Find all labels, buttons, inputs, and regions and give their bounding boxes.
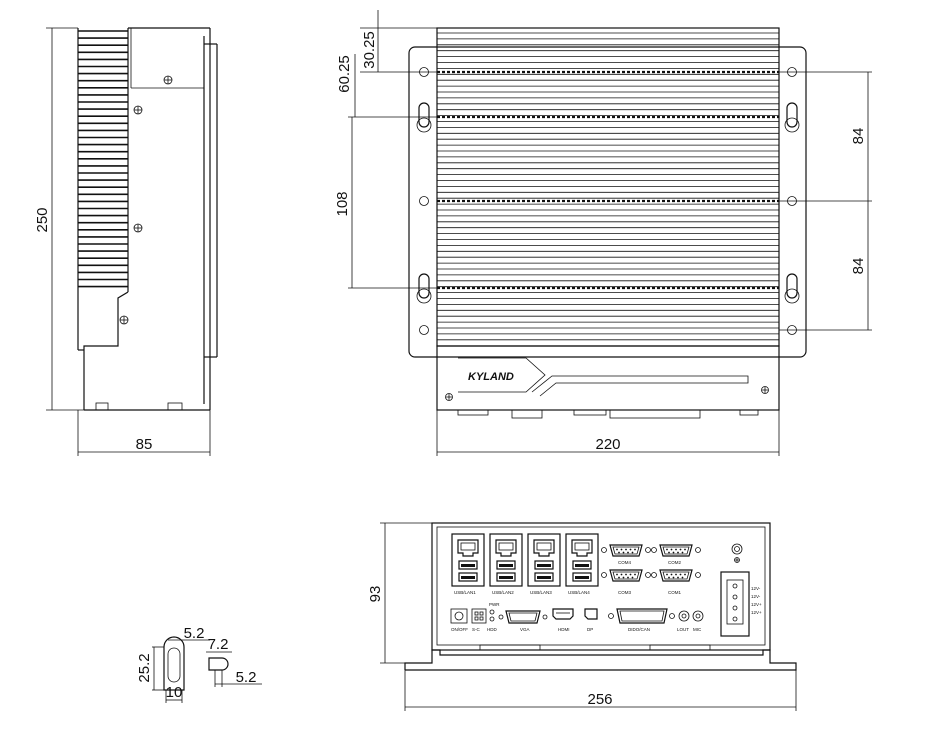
brand-logo: KYLAND <box>468 371 514 383</box>
usb-lan-module: USB/LAN1 <box>451 533 485 595</box>
dido-can-port <box>608 608 675 624</box>
side-width-dim: 85 <box>136 436 153 453</box>
usb-lan-module: USB/LAN3 <box>527 533 561 595</box>
side-view-fins <box>78 30 128 288</box>
front-width-dim: 256 <box>587 691 612 708</box>
slot-dim-5-2-bottom: 5.2 <box>236 669 257 686</box>
mic-label: MIC <box>693 627 702 632</box>
on-off-label: ON/OFF <box>451 627 468 632</box>
terminal-label: 12V- <box>751 586 761 591</box>
usb-lan-label: USB/LAN2 <box>492 590 514 595</box>
usb-lan-label: USB/LAN3 <box>530 590 552 595</box>
usb-lan-label: USB/LAN1 <box>454 590 476 595</box>
s-c-label: S-C <box>472 627 481 632</box>
slot-detail-right <box>208 657 229 671</box>
terminal-label: 12V+ <box>751 610 762 615</box>
slot-detail: 25.2 10 5.2 7.2 5.2 <box>136 625 262 703</box>
pwr-label: PWR <box>489 602 500 607</box>
keyhole-slot-icon <box>418 273 430 299</box>
com-port: COM4 <box>601 544 651 565</box>
com-label: COM1 <box>668 590 681 595</box>
top-dim-108: 108 <box>334 191 351 216</box>
mic-jack <box>692 610 704 622</box>
dp-port <box>584 608 598 620</box>
lout-jack <box>678 610 690 622</box>
power-terminal-block: 12V- 12V- 12V+ 12V+ <box>720 571 762 637</box>
com-port: COM1 <box>651 569 701 595</box>
dido-can-label: DIDO/CAN <box>628 627 650 632</box>
side-view: 250 85 <box>34 27 218 456</box>
slot-dim-7-2: 7.2 <box>208 636 229 653</box>
keyhole-slot-icon <box>786 102 798 128</box>
com-port: COM2 <box>651 544 701 565</box>
usb-lan-module: USB/LAN2 <box>489 533 523 595</box>
hdmi-port <box>552 608 574 620</box>
front-body <box>431 522 771 651</box>
com-label: COM4 <box>618 560 631 565</box>
com-port: COM3 <box>601 569 651 595</box>
top-view: KYLAND 30.25 60.25 108 84 84 22 <box>334 10 872 456</box>
slot-dim-25-2: 25.2 <box>136 653 153 682</box>
keyhole-round-icon <box>784 117 800 133</box>
top-dim-220: 220 <box>595 436 620 453</box>
top-dim-60-25: 60.25 <box>336 55 353 93</box>
hdd-label: HDD <box>487 627 497 632</box>
dp-label: DP <box>587 627 593 632</box>
ground-screw-icon <box>731 543 743 563</box>
top-view-fins <box>437 32 779 341</box>
keyhole-round-icon <box>784 288 800 304</box>
s-c-connector <box>471 608 487 624</box>
pwr-led-icon <box>489 609 495 615</box>
com-label: COM3 <box>618 590 631 595</box>
vga-port <box>498 610 548 624</box>
screw-icon <box>119 315 129 325</box>
keyhole-slot-icon <box>418 102 430 128</box>
screw-icon <box>133 105 143 115</box>
usb-lan-label: USB/LAN4 <box>568 590 590 595</box>
keyhole-round-icon <box>416 117 432 133</box>
screw-icon <box>163 75 173 85</box>
terminal-label: 12V+ <box>751 602 762 607</box>
top-dim-84-lower: 84 <box>850 258 867 275</box>
usb-lan-ports: USB/LAN1 USB/LAN2 USB/LAN3 USB/LAN4 <box>451 533 599 595</box>
mounting-hole-icon <box>419 325 429 335</box>
mounting-hole-icon <box>419 196 429 206</box>
slot-dim-5-2-top: 5.2 <box>184 625 205 642</box>
hdmi-label: HDMI <box>558 627 570 632</box>
vga-label: VGA <box>520 627 530 632</box>
mounting-plate <box>408 46 807 358</box>
power-button <box>450 608 468 624</box>
hdd-led-icon <box>489 616 495 622</box>
keyhole-round-icon <box>416 288 432 304</box>
lout-label: LOUT <box>677 627 689 632</box>
keyhole-slot-icon <box>786 273 798 299</box>
screw-icon <box>445 393 453 401</box>
front-height-dim: 93 <box>367 586 384 603</box>
front-panel <box>436 345 780 411</box>
screw-icon <box>133 223 143 233</box>
front-flange <box>404 649 797 671</box>
screw-icon <box>761 386 769 394</box>
top-dim-84-upper: 84 <box>850 128 867 145</box>
slot-dim-10: 10 <box>166 684 183 701</box>
top-dim-30-25: 30.25 <box>361 31 378 69</box>
com-label: COM2 <box>668 560 681 565</box>
side-height-dim: 250 <box>34 207 51 232</box>
usb-lan-module: USB/LAN4 <box>565 533 599 595</box>
terminal-label: 12V- <box>751 594 761 599</box>
keyhole-slot <box>163 636 185 691</box>
